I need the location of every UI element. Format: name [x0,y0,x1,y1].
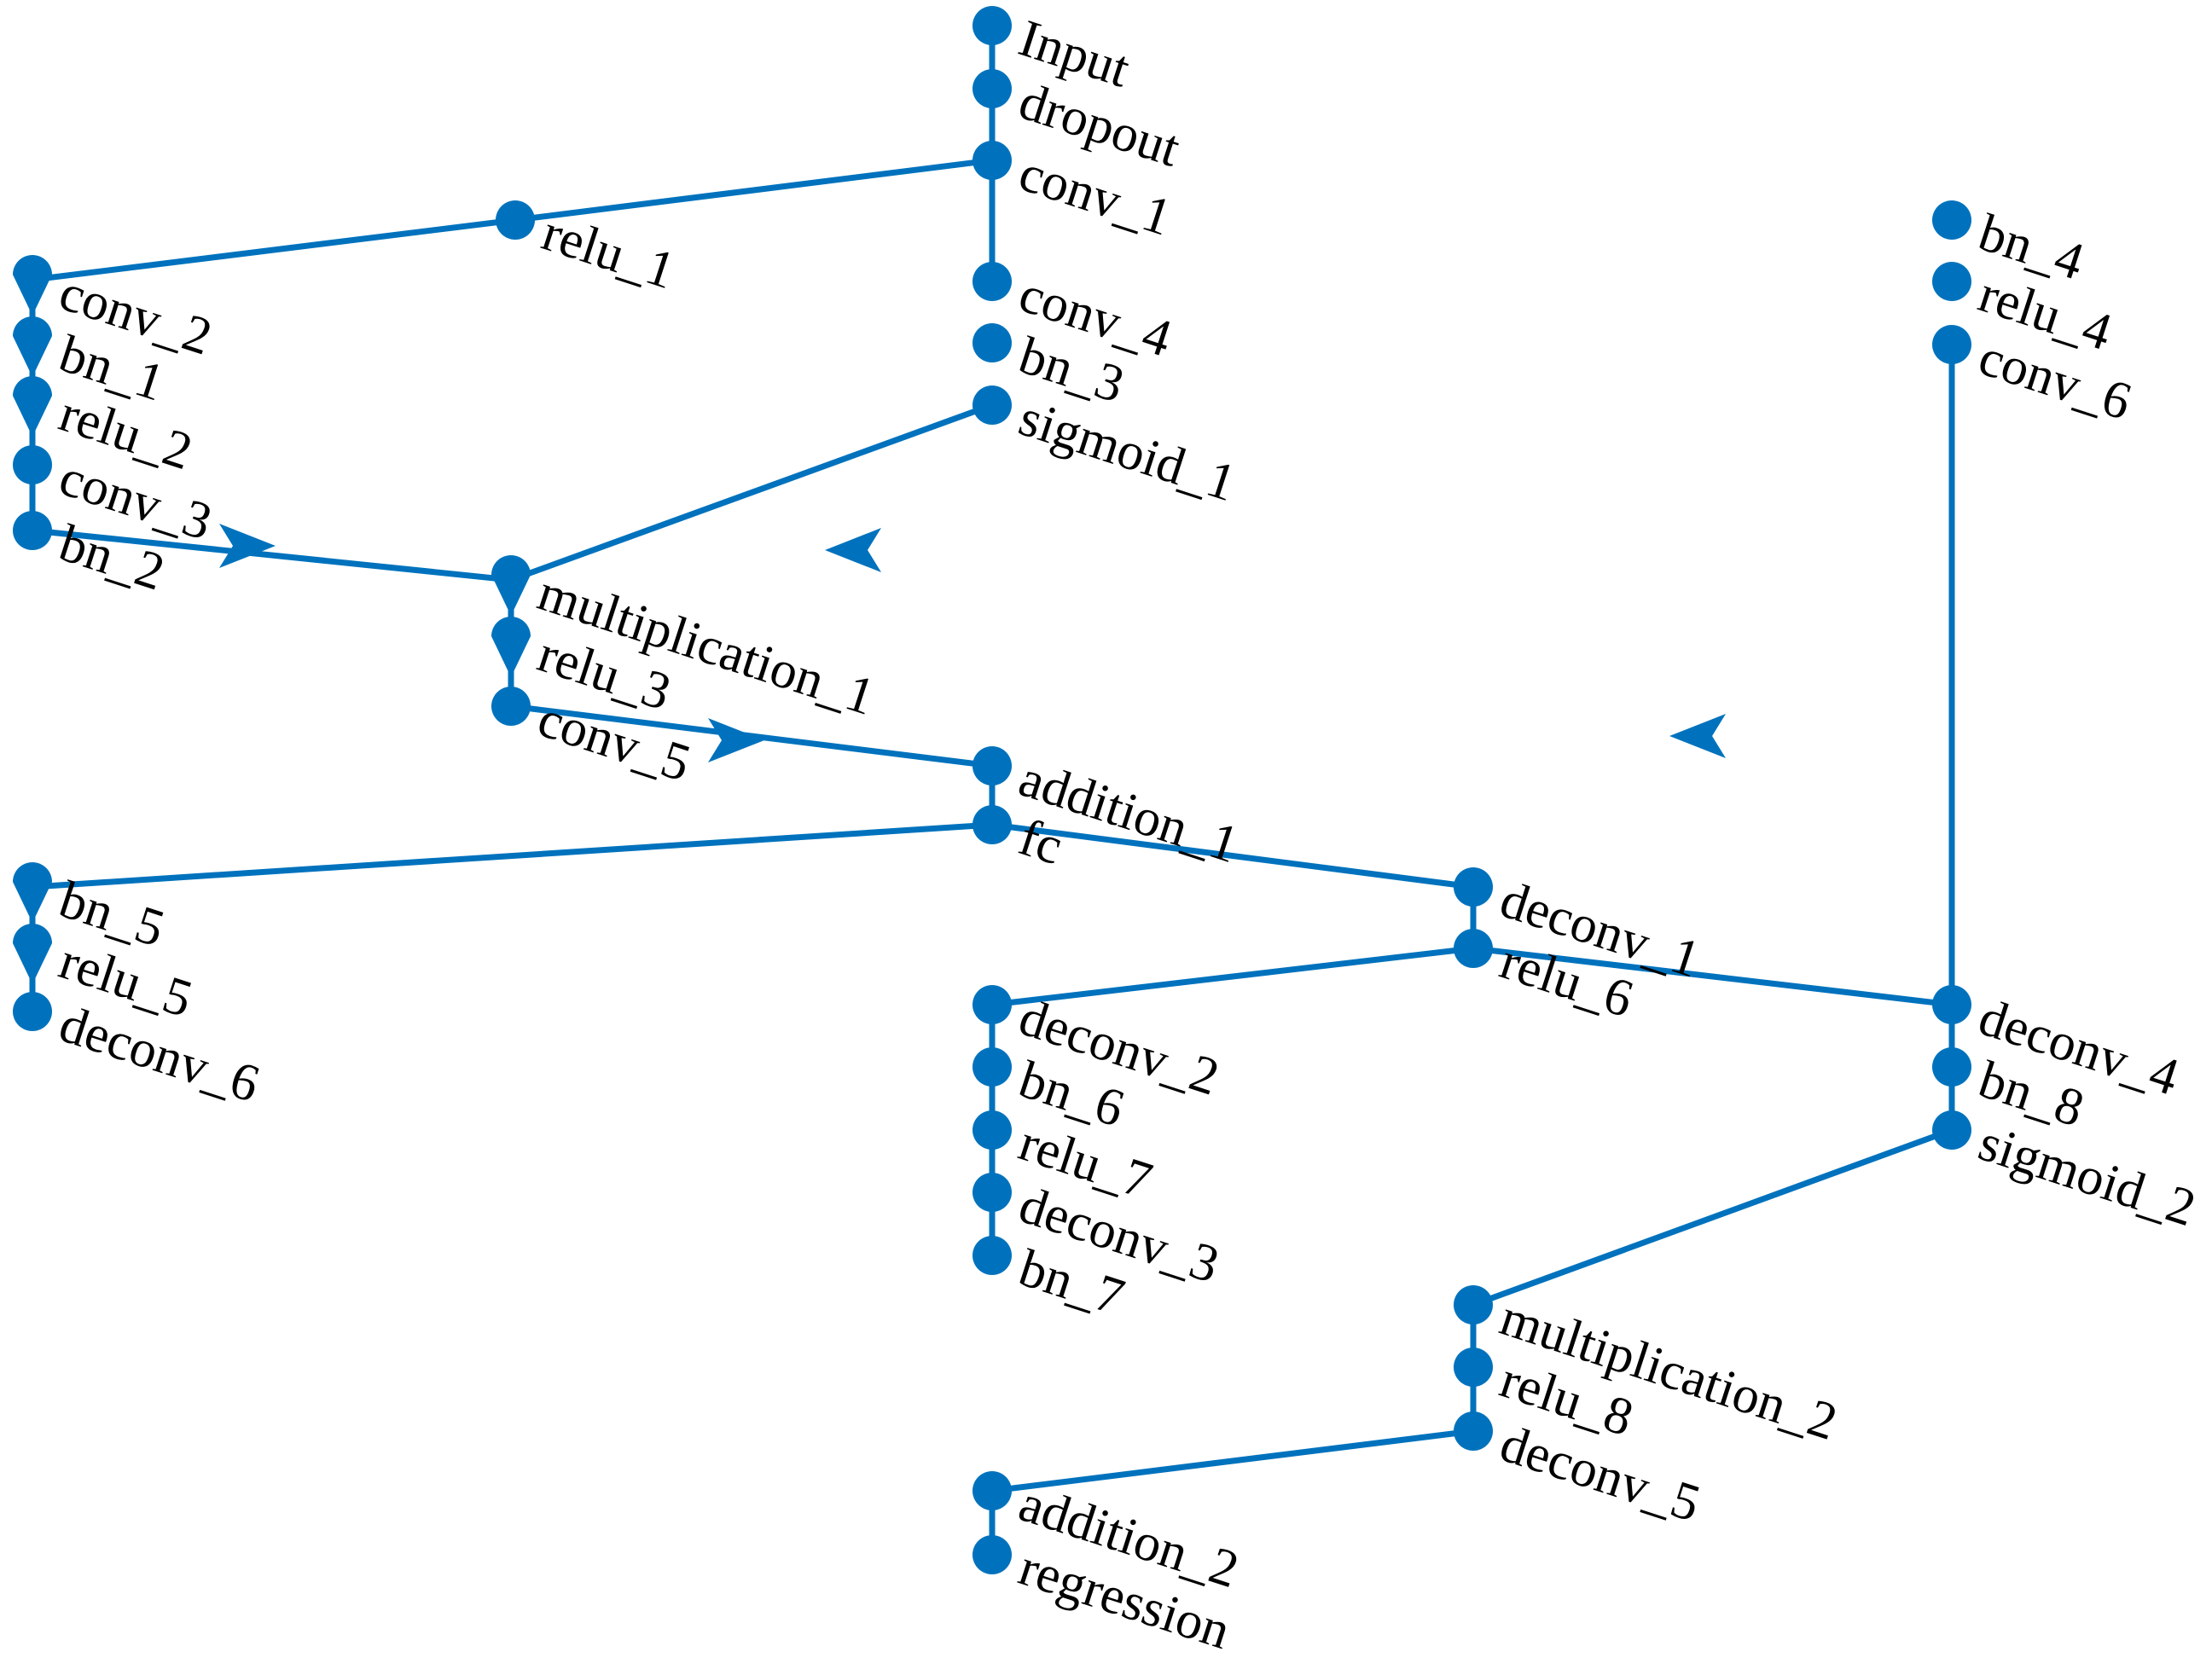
node-marker-relu_8[interactable] [1454,1348,1493,1387]
node-label-sigmoid_1: sigmoid_1 [1013,389,1243,513]
node-marker-deconv_3[interactable] [972,1173,1012,1212]
node-marker-bn_7[interactable] [972,1236,1012,1275]
node-label-fc: fc [1013,809,1070,877]
edge-relu_6-to-deconv_2 [991,945,1474,1008]
node-marker-bn_4[interactable] [1932,200,1971,240]
node-marker-sigmoid_2[interactable] [1932,1110,1971,1150]
node-marker-multiplication_2[interactable] [1454,1285,1493,1324]
node-label-relu_1: relu_1 [536,204,682,301]
node-marker-addition_2[interactable] [972,1471,1012,1510]
node-marker-fc[interactable] [972,805,1012,844]
edge-sigmoid_1-to-multiplication_1 [509,402,994,583]
node-marker-deconv_1[interactable] [1454,867,1493,907]
node-marker-bn_6[interactable] [972,1047,1012,1087]
edge-sigmoid_2-to-multiplication_2 [1472,1127,1954,1308]
arrow-left-icon [825,528,881,572]
node-marker-conv_2[interactable] [13,255,52,316]
edge-bn_2-to-multiplication_1 [32,527,512,583]
node-labels-layer: Inputdropoutconv_1relu_1conv_2bn_1relu_2… [53,9,2203,1661]
nodes-layer [13,6,1971,1574]
node-marker-conv_4[interactable] [972,262,1012,301]
node-label-sigmoid_2: sigmoid_2 [1972,1114,2203,1238]
node-marker-relu_4[interactable] [1932,262,1971,301]
edges-layer [29,26,1955,1555]
node-marker-conv_3[interactable] [13,445,52,484]
node-marker-bn_2[interactable] [13,511,52,550]
edge-relu_6-to-deconv_4 [1472,945,1953,1008]
node-marker-bn_5[interactable] [13,862,52,923]
node-marker-bn_3[interactable] [972,323,1012,362]
node-marker-relu_5[interactable] [13,924,52,984]
node-marker-deconv_6[interactable] [13,992,52,1031]
arrow-right-icon [708,718,764,762]
node-marker-bn_8[interactable] [1932,1047,1971,1087]
node-marker-deconv_4[interactable] [1932,985,1971,1024]
arrow-markers-layer [219,524,1726,762]
node-marker-relu_3[interactable] [491,617,531,677]
node-marker-relu_1[interactable] [496,200,535,240]
node-marker-bn_1[interactable] [13,316,52,377]
node-marker-conv_6[interactable] [1932,325,1971,364]
node-marker-relu_2[interactable] [13,376,52,437]
node-marker-regression[interactable] [972,1535,1012,1574]
edge-fc-to-deconv_1 [991,821,1474,890]
edge-fc-to-bn_5 [32,821,993,890]
arrow-right-icon [219,524,276,568]
node-marker-relu_7[interactable] [972,1110,1012,1150]
node-marker-conv_1[interactable] [972,141,1012,180]
node-marker-input[interactable] [972,6,1012,45]
edge-relu_1-to-conv_2 [32,217,516,283]
node-marker-relu_6[interactable] [1454,929,1493,968]
node-marker-deconv_5[interactable] [1454,1411,1493,1451]
node-marker-multiplication_1[interactable] [491,555,531,616]
edge-deconv_5-to-addition_2 [991,1428,1474,1494]
edge-conv_1-to-relu_1 [514,157,993,223]
node-marker-conv_5[interactable] [491,687,531,726]
node-marker-sigmoid_1[interactable] [972,385,1012,425]
node-marker-dropout[interactable] [972,69,1012,108]
node-marker-deconv_2[interactable] [972,985,1012,1024]
node-marker-addition_1[interactable] [972,746,1012,785]
arrow-left-icon [1669,714,1726,758]
